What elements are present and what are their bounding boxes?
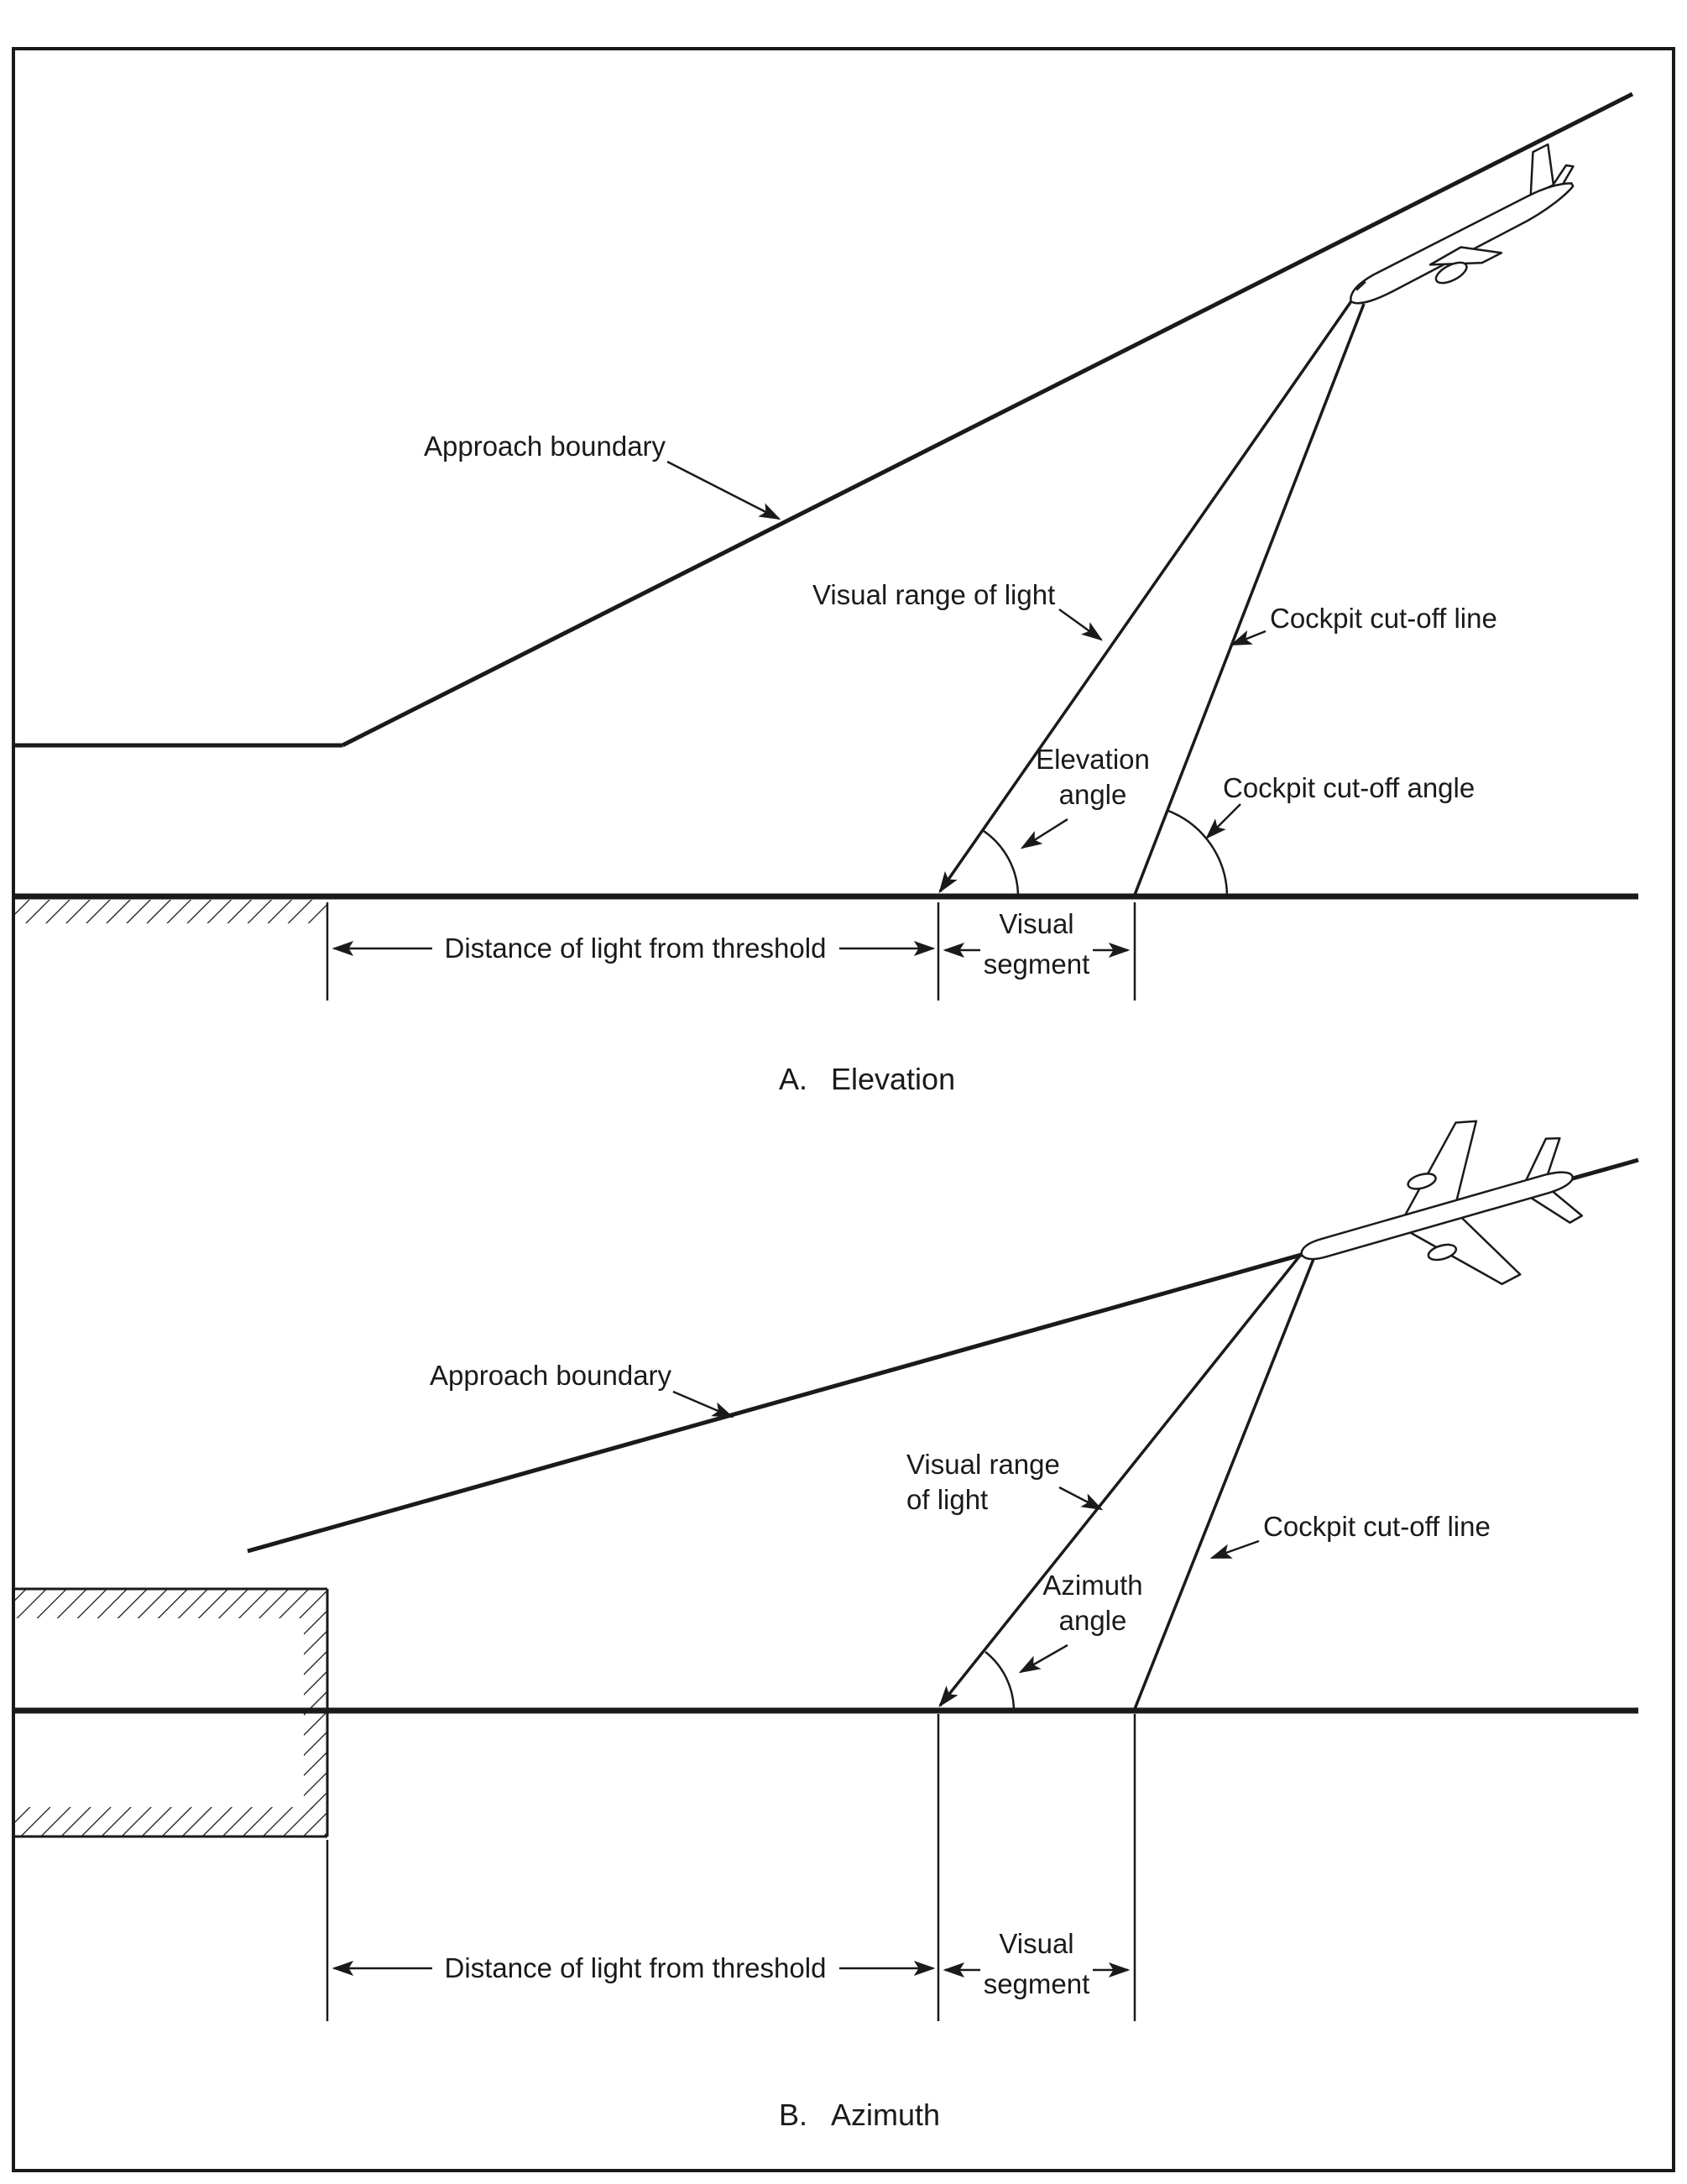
visual-segment-label-line1: Visual — [999, 908, 1073, 939]
visual-range-pointer-arrow — [1058, 1486, 1104, 1511]
elevation-angle-label-line1: Elevation — [1036, 744, 1150, 775]
panel-b-caption: Azimuth — [831, 2098, 940, 2132]
runway-edge-hatch-bottom — [15, 1807, 327, 1837]
cockpit-cutoff-line — [1133, 303, 1366, 896]
panel-b-caption-prefix: B. — [779, 2098, 807, 2132]
cockpit-cutoff-line-label: Cockpit cut-off line — [1263, 1511, 1491, 1542]
elevation-angle-arc — [983, 829, 1020, 897]
visual-segment-label-line2: segment — [984, 1968, 1090, 1999]
cockpit-cutoff-angle-label: Cockpit cut-off angle — [1223, 772, 1475, 803]
azimuth-angle-arc — [985, 1651, 1016, 1711]
azimuth-angle-label-line2: angle — [1059, 1605, 1127, 1636]
approach-boundary-line — [341, 91, 1634, 748]
cockpit-cutoff-angle-arc — [1167, 809, 1229, 897]
threshold-hatch — [15, 900, 327, 923]
visual-range-line — [938, 297, 1355, 894]
cockpit-cutoff-angle-pointer-arrow — [1205, 803, 1241, 839]
airplane-side-view-icon — [1350, 143, 1575, 305]
visual-range-line — [938, 1251, 1304, 1708]
elevation-angle-pointer-arrow — [1020, 818, 1068, 849]
approach-boundary-label: Approach boundary — [430, 1360, 672, 1391]
azimuth-angle-pointer-arrow — [1018, 1643, 1068, 1674]
distance-dim-label: Distance of light from threshold — [445, 933, 827, 964]
elevation-angle-label-line2: angle — [1059, 779, 1127, 810]
visual-segment-label-line1: Visual — [999, 1928, 1073, 1959]
panel-a-caption: Elevation — [831, 1062, 955, 1096]
approach-boundary-pointer-arrow — [672, 1390, 734, 1419]
cockpit-cutoff-line-label: Cockpit cut-off line — [1270, 603, 1497, 634]
panel-a-caption-prefix: A. — [779, 1062, 807, 1096]
figure-border — [12, 47, 1675, 2172]
cockpit-cutoff-line-pointer-arrow — [1209, 1539, 1260, 1560]
approach-boundary-label: Approach boundary — [424, 431, 666, 462]
panel-azimuth: Approach boundary Visual range of light … — [15, 1120, 1639, 2132]
approach-boundary-pointer-arrow — [666, 460, 781, 520]
visual-range-pointer-arrow — [1058, 608, 1104, 641]
airplane-top-view-icon — [1300, 1120, 1584, 1286]
panel-elevation: Approach boundary Visual range of light … — [15, 91, 1638, 1096]
azimuth-angle-label-line1: Azimuth — [1042, 1570, 1142, 1601]
runway-edge-hatch-top — [15, 1589, 327, 1618]
visual-segment-label-line2: segment — [984, 948, 1090, 980]
cockpit-cutoff-line — [1133, 1258, 1315, 1710]
distance-dim-label: Distance of light from threshold — [445, 1952, 827, 1983]
visual-range-label: Visual range of light — [812, 579, 1055, 610]
visual-range-label-line2: of light — [906, 1484, 988, 1515]
cockpit-cutoff-line-pointer-arrow — [1230, 630, 1267, 646]
visual-range-label-line1: Visual range — [906, 1449, 1060, 1480]
